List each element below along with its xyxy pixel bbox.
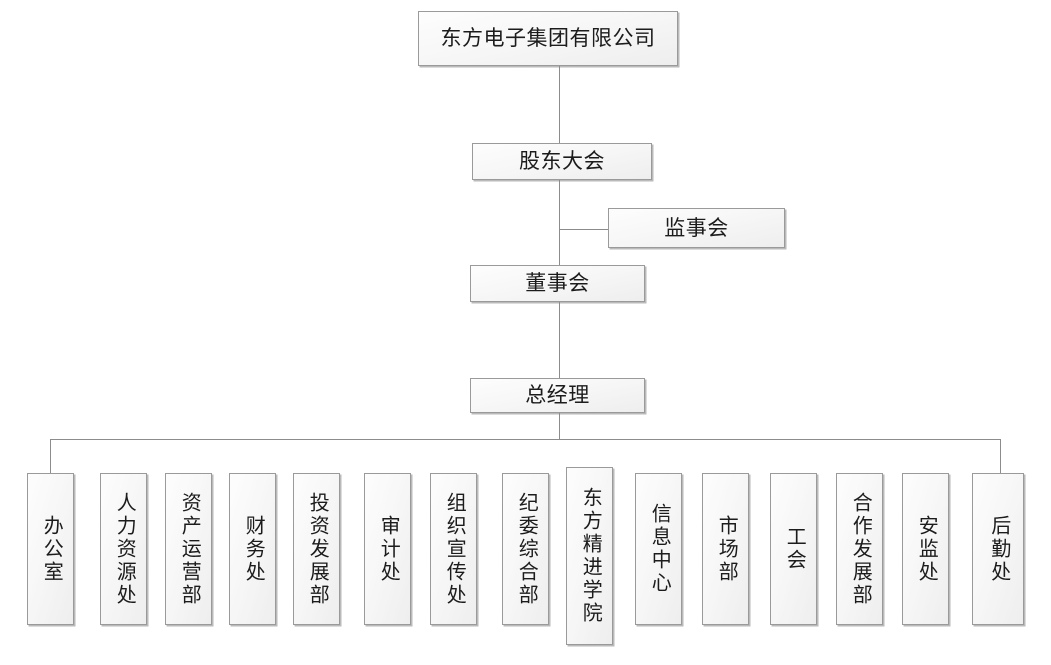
node-dept-logistics[interactable]: 后勤处	[972, 473, 1024, 625]
connector-bus-to-last-department	[1000, 439, 1001, 473]
node-dept-finance-label: 财务处	[242, 514, 265, 584]
node-board-of-directors[interactable]: 董事会	[470, 265, 645, 302]
node-shareholders-meeting[interactable]: 股东大会	[472, 143, 652, 180]
node-dept-audit[interactable]: 审计处	[364, 473, 411, 625]
connector-directors-to-manager	[559, 302, 560, 378]
node-dept-labor-union[interactable]: 工会	[770, 473, 817, 625]
node-dept-cooperation-development[interactable]: 合作发展部	[836, 473, 883, 625]
node-dept-office[interactable]: 办公室	[27, 473, 74, 625]
connector-shareholders-to-directors	[559, 180, 560, 265]
node-dept-asset-operations-label: 资产运营部	[178, 491, 201, 607]
node-dept-information-center[interactable]: 信息中心	[635, 473, 682, 625]
node-dept-information-center-label: 信息中心	[648, 503, 671, 595]
node-dept-investment-development[interactable]: 投资发展部	[293, 473, 340, 625]
node-dept-discipline-inspection-label: 纪委综合部	[515, 491, 538, 607]
connector-department-bus	[50, 439, 1001, 440]
node-dept-labor-union-label: 工会	[783, 526, 806, 572]
node-dept-finance[interactable]: 财务处	[229, 473, 276, 625]
node-board-of-supervisors[interactable]: 监事会	[608, 208, 785, 248]
connector-root-to-shareholders	[559, 66, 560, 143]
node-dept-discipline-inspection[interactable]: 纪委综合部	[502, 473, 549, 625]
node-dept-marketing-label: 市场部	[715, 514, 738, 584]
connector-manager-to-bus	[559, 413, 560, 439]
node-dept-safety-supervision[interactable]: 安监处	[902, 473, 949, 625]
node-dept-human-resources-label: 人力资源处	[113, 491, 136, 607]
node-dept-cooperation-development-label: 合作发展部	[849, 491, 872, 607]
node-dept-safety-supervision-label: 安监处	[915, 514, 938, 584]
node-dept-dongfang-academy-label: 东方精进学院	[579, 487, 602, 625]
node-company-root[interactable]: 东方电子集团有限公司	[418, 11, 678, 66]
connector-bus-to-first-department	[50, 439, 51, 473]
node-general-manager[interactable]: 总经理	[470, 378, 645, 413]
connector-branch-to-supervisors	[559, 229, 608, 230]
node-dept-marketing[interactable]: 市场部	[702, 473, 749, 625]
node-dept-investment-development-label: 投资发展部	[306, 491, 329, 607]
node-dept-organization-publicity-label: 组织宣传处	[443, 491, 466, 607]
node-dept-asset-operations[interactable]: 资产运营部	[165, 473, 212, 625]
node-dept-human-resources[interactable]: 人力资源处	[100, 473, 147, 625]
node-dept-office-label: 办公室	[40, 514, 63, 584]
node-dept-dongfang-academy[interactable]: 东方精进学院	[566, 467, 613, 645]
node-dept-organization-publicity[interactable]: 组织宣传处	[430, 473, 477, 625]
node-dept-logistics-label: 后勤处	[987, 514, 1010, 584]
node-dept-audit-label: 审计处	[377, 514, 400, 584]
